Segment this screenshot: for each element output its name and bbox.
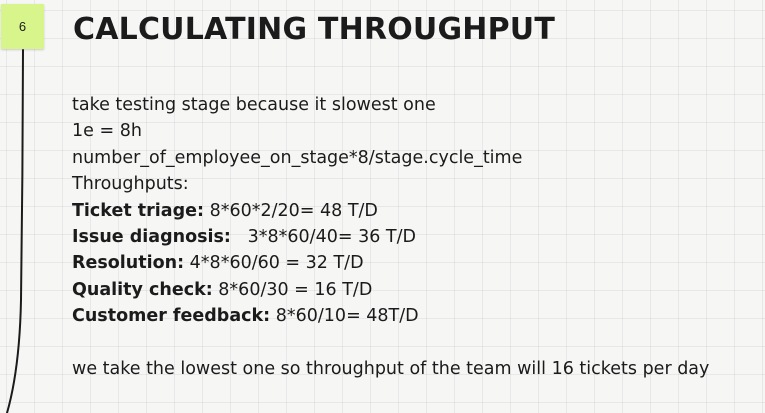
stage-value: 8*60/30 = 16 T/D bbox=[218, 279, 373, 300]
stage-label: Issue diagnosis: bbox=[72, 226, 231, 247]
formula-text: number_of_employee_on_stage*8/stage.cycl… bbox=[72, 147, 523, 168]
throughputs-heading: Throughputs: bbox=[72, 174, 189, 195]
sticky-note-number[interactable]: 6 bbox=[1, 4, 44, 49]
stage-value: 8*60/10= 48T/D bbox=[275, 306, 419, 327]
intro-text: take testing stage because it slowest on… bbox=[72, 95, 436, 115]
stage-value: 4*8*60/60 = 32 T/D bbox=[189, 253, 364, 274]
page-title: CALCULATING THROUGHPUT bbox=[73, 12, 556, 47]
blank-line bbox=[72, 330, 709, 356]
stage-customer-feedback: Customer feedback: 8*60/10= 48T/D bbox=[72, 303, 709, 329]
stage-resolution: Resolution: 4*8*60/60 = 32 T/D bbox=[72, 250, 709, 276]
stage-ticket-triage: Ticket triage: 8*60*2/20= 48 T/D bbox=[72, 198, 709, 224]
stage-value: 3*8*60/40= 36 T/D bbox=[236, 226, 416, 247]
stage-label: Resolution: bbox=[72, 253, 185, 274]
stage-value: 8*60*2/20= 48 T/D bbox=[209, 200, 378, 221]
stage-label: Customer feedback: bbox=[72, 306, 271, 327]
notes-text-block[interactable]: take testing stage because it slowest on… bbox=[72, 92, 709, 382]
stage-label: Ticket triage: bbox=[72, 200, 205, 221]
stage-quality-check: Quality check: 8*60/30 = 16 T/D bbox=[72, 277, 709, 303]
rule-text: 1e = 8h bbox=[72, 121, 142, 142]
conclusion-text: we take the lowest one so throughput of … bbox=[72, 358, 710, 379]
connector-line[interactable] bbox=[0, 0, 40, 413]
stage-label: Quality check: bbox=[72, 279, 213, 300]
sticky-note-label: 6 bbox=[18, 19, 27, 34]
stage-issue-diagnosis: Issue diagnosis: 3*8*60/40= 36 T/D bbox=[72, 224, 709, 250]
